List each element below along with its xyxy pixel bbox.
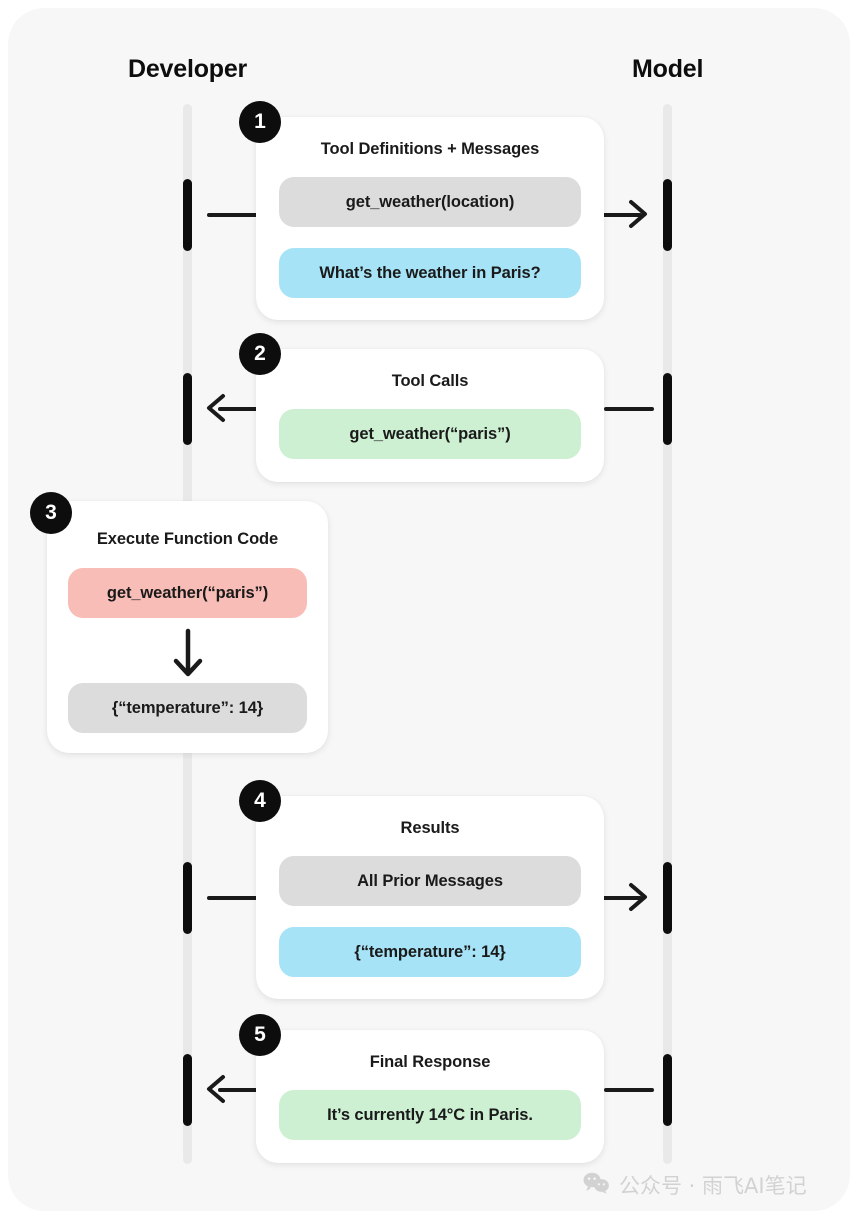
connector-line-step-1-right bbox=[600, 213, 642, 217]
step-card-4-title: Results bbox=[400, 819, 460, 837]
connector-line-step-2-left bbox=[218, 407, 260, 411]
connector-line-step-5-right bbox=[604, 1088, 654, 1092]
column-header-model: Model bbox=[632, 55, 704, 83]
step-badge-2: 2 bbox=[239, 333, 281, 375]
arrowhead-right-step-4 bbox=[628, 882, 650, 912]
watermark-text: 公众号 · 雨飞AI笔记 bbox=[619, 1174, 807, 1198]
connector-line-step-2-right bbox=[604, 407, 654, 411]
step-card-4-pill-2: {“temperature”: 14} bbox=[279, 927, 581, 977]
activation-bar-developer-4 bbox=[183, 862, 192, 934]
step-badge-3: 3 bbox=[30, 492, 72, 534]
connector-line-step-1-left bbox=[207, 213, 259, 217]
arrowhead-left-step-2 bbox=[204, 393, 226, 423]
step-card-3-title: Execute Function Code bbox=[96, 530, 279, 548]
activation-bar-developer-5 bbox=[183, 1054, 192, 1126]
step-card-1[interactable]: Tool Definitions + Messages get_weather(… bbox=[256, 117, 604, 320]
step-badge-1: 1 bbox=[239, 101, 281, 143]
arrowhead-right-step-1 bbox=[628, 199, 650, 229]
step-card-3-pill-2: {“temperature”: 14} bbox=[68, 683, 307, 733]
arrow-down-step-3 bbox=[168, 628, 208, 680]
activation-bar-developer-2 bbox=[183, 373, 192, 445]
step-card-4-pill-1: All Prior Messages bbox=[279, 856, 581, 906]
step-card-5-pill-1: It’s currently 14°C in Paris. bbox=[279, 1090, 581, 1140]
arrowhead-left-step-5 bbox=[204, 1074, 226, 1104]
activation-bar-developer-1 bbox=[183, 179, 192, 251]
column-header-developer: Developer bbox=[128, 55, 248, 83]
wechat-icon bbox=[583, 1172, 610, 1199]
watermark: 公众号 · 雨飞AI笔记 bbox=[583, 1170, 807, 1200]
connector-line-step-4-right bbox=[600, 896, 642, 900]
step-card-2[interactable]: Tool Calls get_weather(“paris”) bbox=[256, 349, 604, 482]
step-card-5[interactable]: Final Response It’s currently 14°C in Pa… bbox=[256, 1030, 604, 1163]
step-card-3-pill-1: get_weather(“paris”) bbox=[68, 568, 307, 618]
step-card-1-pill-2: What’s the weather in Paris? bbox=[279, 248, 581, 298]
step-card-3[interactable]: Execute Function Code get_weather(“paris… bbox=[47, 501, 328, 753]
step-card-1-pill-1: get_weather(location) bbox=[279, 177, 581, 227]
activation-bar-model-2 bbox=[663, 373, 672, 445]
activation-bar-model-4 bbox=[663, 862, 672, 934]
step-card-2-title: Tool Calls bbox=[391, 372, 469, 390]
step-badge-5: 5 bbox=[239, 1014, 281, 1056]
connector-line-step-4-left bbox=[207, 896, 259, 900]
lifeline-model bbox=[663, 104, 672, 1164]
step-card-2-pill-1: get_weather(“paris”) bbox=[279, 409, 581, 459]
step-card-5-title: Final Response bbox=[369, 1053, 491, 1071]
step-badge-4: 4 bbox=[239, 780, 281, 822]
step-card-4[interactable]: Results All Prior Messages {“temperature… bbox=[256, 796, 604, 999]
activation-bar-model-5 bbox=[663, 1054, 672, 1126]
connector-line-step-5-left bbox=[218, 1088, 260, 1092]
activation-bar-model-1 bbox=[663, 179, 672, 251]
step-card-1-title: Tool Definitions + Messages bbox=[320, 140, 540, 158]
